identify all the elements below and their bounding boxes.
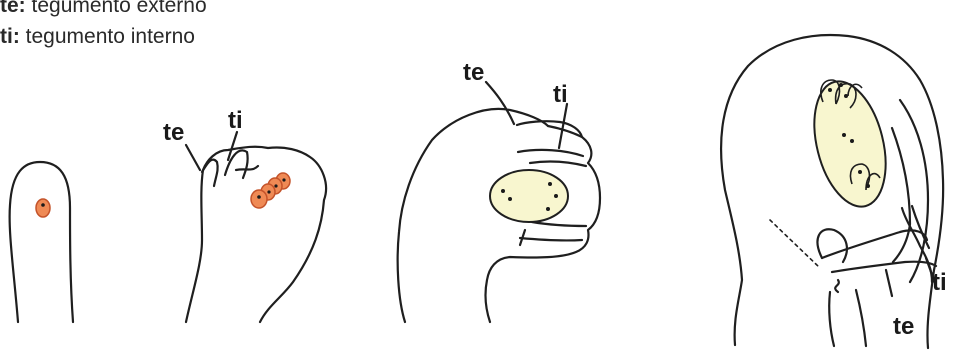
stage-2-ti-fold bbox=[225, 150, 248, 178]
label-te-stage-4: te bbox=[893, 313, 914, 340]
nucleus-dot bbox=[274, 184, 277, 187]
stage-4-stalk-right bbox=[856, 290, 866, 346]
label-te-stage-3: te bbox=[463, 59, 484, 86]
stage-3-inner-integument-low bbox=[532, 222, 586, 226]
nucleus-dot bbox=[844, 94, 848, 98]
stage-3-inner-integument-top bbox=[518, 150, 583, 156]
stage-4-funiculus-lower bbox=[832, 262, 936, 272]
stage-1-primordium bbox=[10, 162, 73, 322]
nucleus-dot bbox=[282, 178, 285, 181]
stage-1-nucleus-dot bbox=[41, 203, 45, 207]
stage-3-inner-integument-mid bbox=[530, 162, 586, 166]
nucleus-dot bbox=[839, 83, 843, 87]
nucleus-dot bbox=[257, 195, 261, 199]
stage-4-te-leader bbox=[886, 270, 892, 296]
nucleus-dot bbox=[546, 207, 550, 211]
stage-1-outline bbox=[10, 162, 73, 322]
nucleus-dot bbox=[842, 133, 846, 137]
megaspore bbox=[251, 190, 267, 208]
stage-3-micropyle-upper bbox=[517, 121, 582, 137]
nucleus-dot bbox=[828, 88, 832, 92]
nucleus-dot bbox=[554, 194, 558, 198]
stage-2-integument-initiation bbox=[186, 132, 326, 322]
nucleus-dot bbox=[508, 197, 512, 201]
nucleus-dot bbox=[548, 182, 552, 186]
stage-3-ti-leader bbox=[559, 104, 567, 148]
nucleus-dot bbox=[267, 190, 270, 193]
nucleus-dot bbox=[866, 184, 870, 188]
stage-3-te-leader bbox=[486, 82, 514, 124]
nucleus-dot bbox=[858, 170, 862, 174]
stage-4-embryo-sac bbox=[802, 74, 897, 214]
stage-1-megasporocyte bbox=[36, 199, 50, 217]
nucleus-dot bbox=[501, 189, 505, 193]
stage-4-stalk-left bbox=[829, 292, 834, 346]
stage-4-outer-integument-inner bbox=[892, 128, 910, 262]
stage-4-raphe bbox=[835, 280, 839, 292]
stage-2-megaspore-tetrad bbox=[251, 173, 290, 208]
stage-4-chalaza bbox=[818, 229, 847, 262]
label-ti-stage-2: ti bbox=[228, 107, 243, 134]
stage-2-outline bbox=[186, 147, 326, 322]
stage-4-dotted-line bbox=[770, 220, 820, 268]
label-ti-stage-3: ti bbox=[553, 81, 568, 108]
stage-2-te-fold bbox=[202, 160, 218, 186]
nucleus-dot bbox=[850, 139, 854, 143]
stage-3-inner-integument-bottom bbox=[520, 238, 582, 240]
label-te-stage-2: te bbox=[163, 119, 184, 146]
label-ti-stage-4: ti bbox=[932, 269, 947, 296]
stage-4-funiculus-upper bbox=[822, 230, 927, 258]
stage-2-te-leader bbox=[186, 145, 200, 170]
